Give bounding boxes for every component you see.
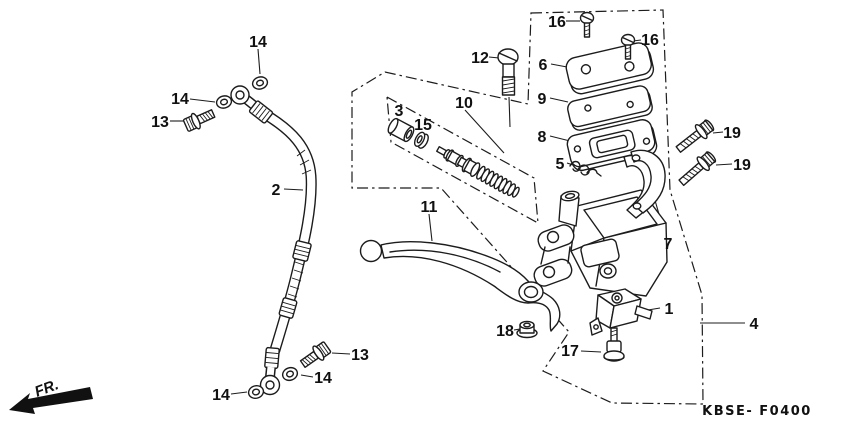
callout-16-a: 16 <box>548 14 566 31</box>
pivot-nut <box>516 320 538 339</box>
hose-band-lower <box>278 297 298 319</box>
return-spring <box>476 165 517 197</box>
hose-bottom-crimp <box>264 346 280 370</box>
clamp-bolt-upper <box>675 119 715 153</box>
callout-4: 4 <box>750 316 759 333</box>
master-cylinder-body <box>533 189 668 297</box>
brake-hose <box>230 85 317 396</box>
switch-plunger <box>634 305 653 320</box>
sealing-washer-left <box>215 95 233 109</box>
cap-screw-left <box>579 11 595 38</box>
brake-light-switch <box>589 288 653 336</box>
brake-lever <box>359 239 561 332</box>
hose-braid-hatch <box>287 149 312 298</box>
drawing-code: KBSE- F0400 <box>702 404 812 419</box>
sealing-washer-bottom-left <box>247 385 265 399</box>
hose-band-upper <box>292 240 312 262</box>
banjo-bolt-top <box>182 109 216 132</box>
callout-7: 7 <box>664 236 673 253</box>
handlebar-clamp <box>623 149 666 219</box>
callout-1: 1 <box>665 301 674 318</box>
callout-16-b: 16 <box>641 32 659 49</box>
callout-6: 6 <box>539 57 548 74</box>
callout-14-d: 14 <box>212 387 230 404</box>
callout-14-c: 14 <box>314 370 332 387</box>
callout-19-b: 19 <box>733 157 751 174</box>
callout-10: 10 <box>455 95 473 112</box>
callout-15: 15 <box>414 117 432 134</box>
callout-13-b: 13 <box>351 347 369 364</box>
callout-14-a: 14 <box>249 34 267 51</box>
callout-13-a: 13 <box>151 114 169 131</box>
cap-screw-right <box>620 33 636 60</box>
cap-plate <box>567 85 653 131</box>
callout-19-a: 19 <box>723 125 741 142</box>
callout-12: 12 <box>471 50 489 67</box>
spring-clip <box>569 160 602 177</box>
hose-top-crimp <box>248 100 274 124</box>
lever-ball-end <box>359 239 383 263</box>
switch-screw <box>603 327 625 362</box>
fr-direction-arrow-icon: FR. <box>9 376 93 414</box>
lever-pivot-bolt <box>497 48 519 96</box>
callout-8: 8 <box>538 129 547 146</box>
master-piston-set <box>436 146 520 198</box>
callout-11: 11 <box>421 199 438 216</box>
callout-5: 5 <box>556 156 565 173</box>
leader-lines <box>170 20 745 395</box>
banjo-bolt-bottom <box>299 341 332 369</box>
callout-3: 3 <box>395 103 404 120</box>
diaphragm <box>566 119 658 172</box>
callout-labels: 16 16 12 6 9 8 5 19 19 14 14 13 2 3 15 1… <box>151 14 758 404</box>
callout-18: 18 <box>496 323 514 340</box>
callout-9: 9 <box>538 91 547 108</box>
clamp-bolt-lower <box>678 151 717 187</box>
sealing-washer-top <box>251 76 269 90</box>
callout-14-b: 14 <box>171 91 189 108</box>
bushing <box>387 117 415 143</box>
sealing-washer-bottom-right <box>281 366 299 382</box>
seal-ring <box>413 131 429 149</box>
assembly-boundary-box <box>351 9 704 405</box>
callout-2: 2 <box>272 182 281 199</box>
callout-17: 17 <box>561 343 579 360</box>
